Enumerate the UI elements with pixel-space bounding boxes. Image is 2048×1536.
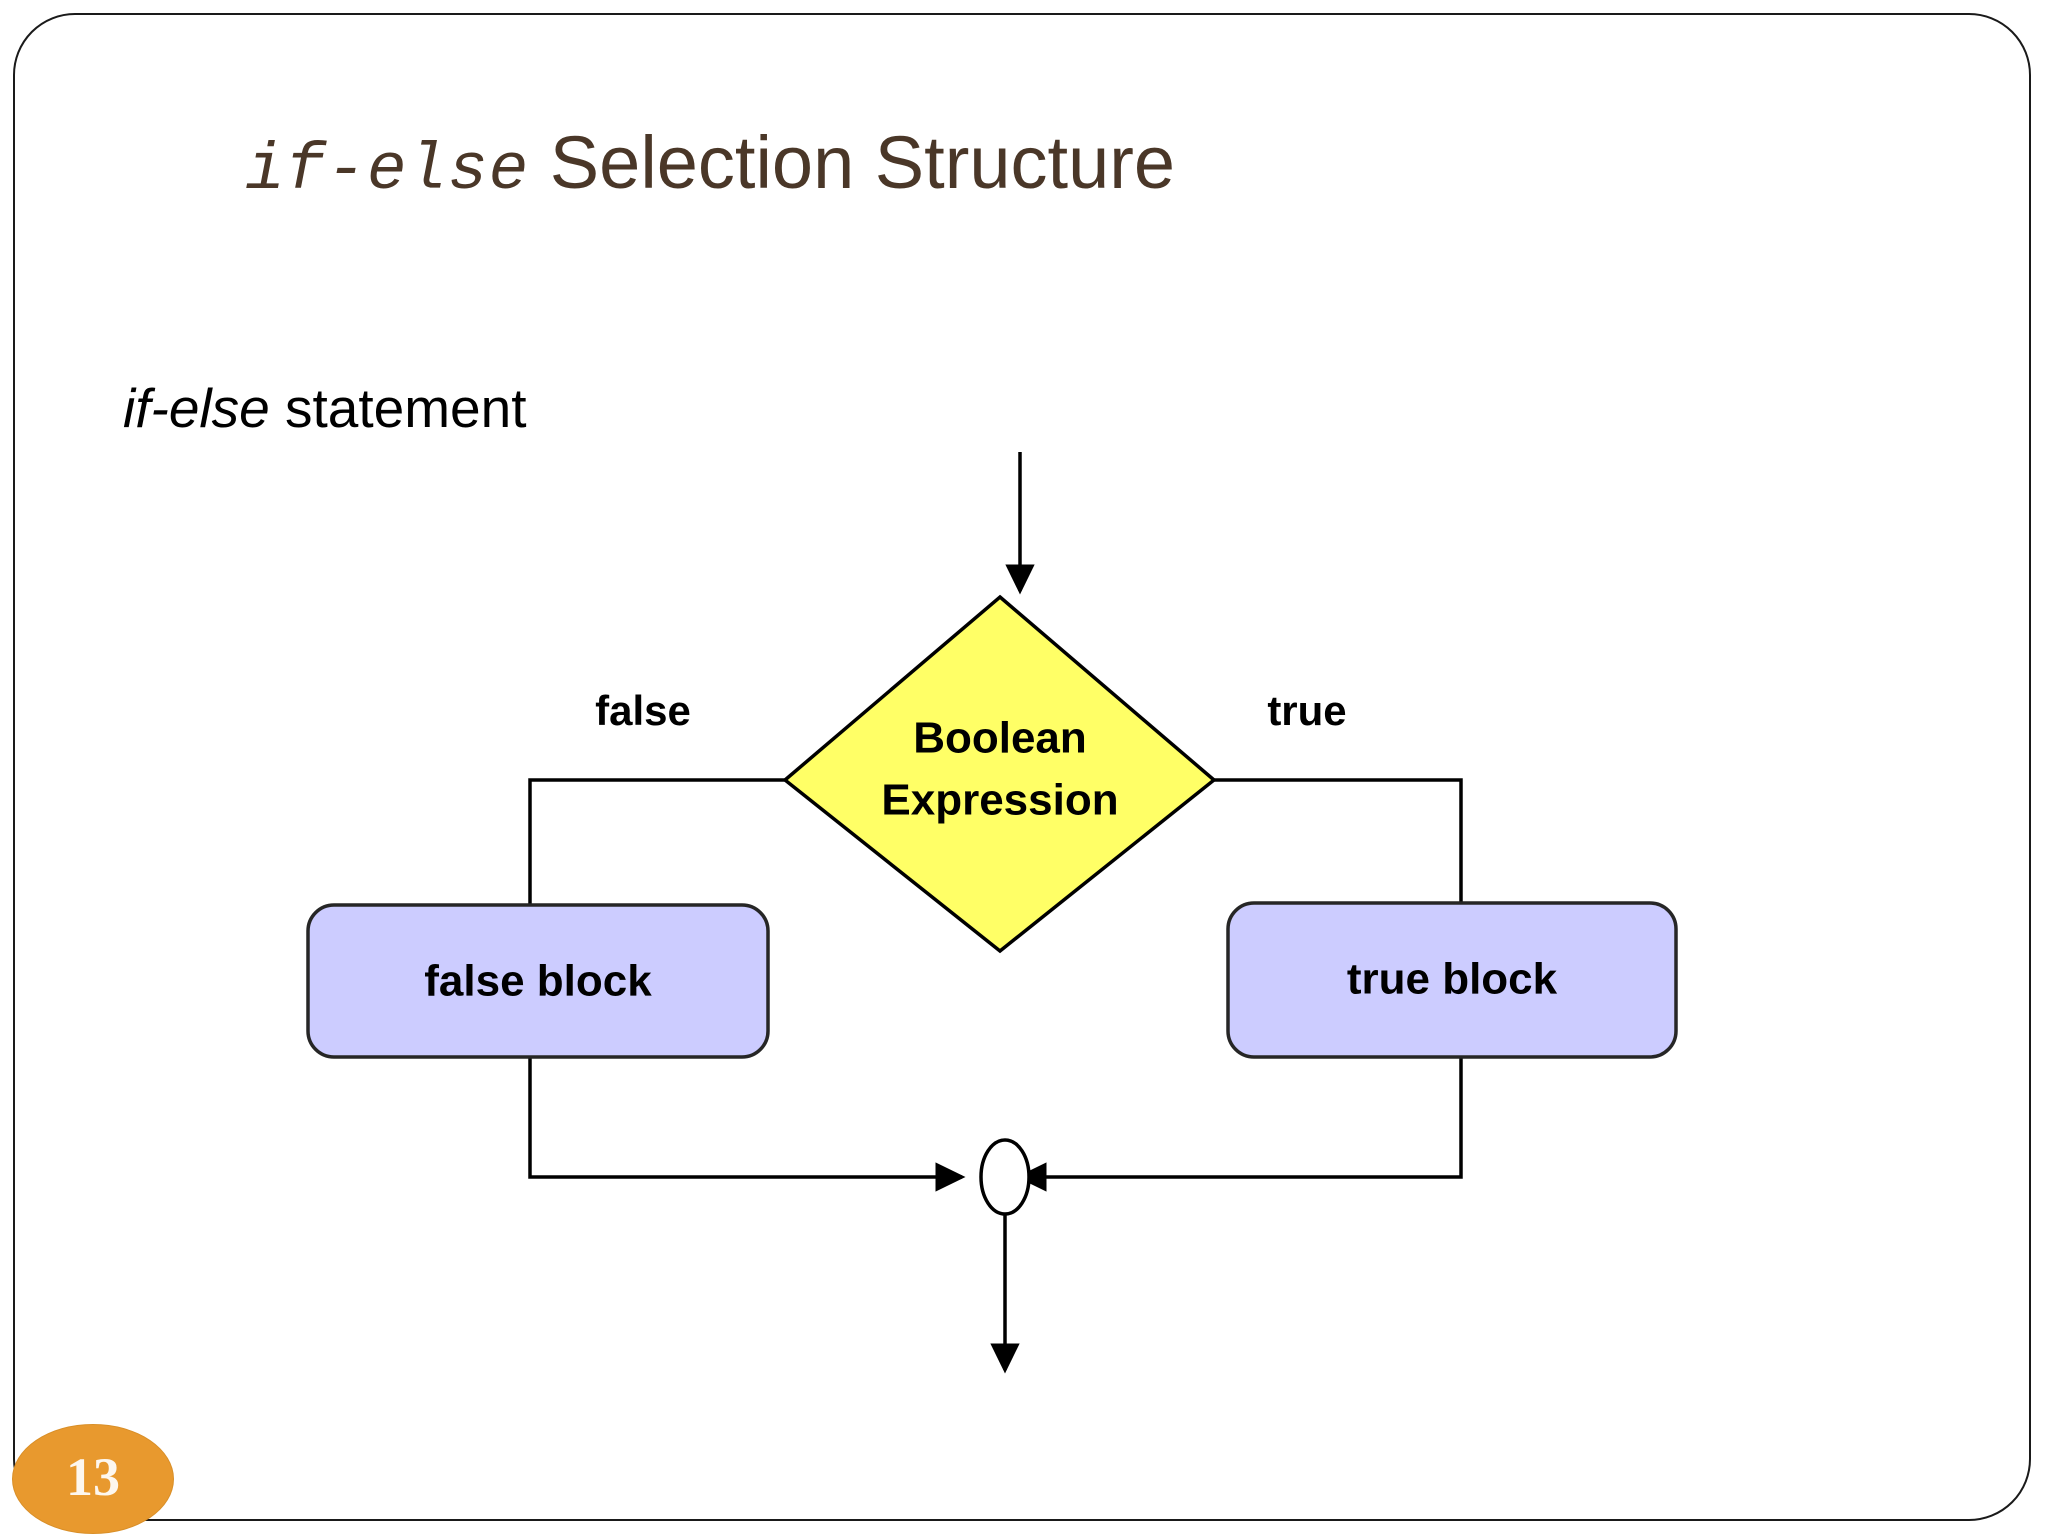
page-title: if-else Selection Structure	[245, 118, 1845, 208]
true-branch-connector	[1214, 778, 1463, 903]
false-branch-label: false	[595, 687, 691, 734]
subtitle-if-else-statement: if-else statement	[123, 372, 527, 444]
page-number-text: 13	[66, 1447, 120, 1507]
false-block[interactable]	[306, 903, 770, 1059]
title-code-fragment: if-else	[245, 133, 530, 208]
decision-label-line1: Boolean	[913, 714, 1087, 763]
false-block-exit-connector	[528, 1057, 966, 1192]
true-block-label: true block	[1347, 955, 1558, 1004]
subtitle-emphasis: if-else	[123, 377, 270, 439]
page-number-badge: 13	[12, 1424, 174, 1534]
true-block[interactable]	[1226, 901, 1678, 1059]
subtitle-rest: statement	[269, 377, 527, 439]
merge-node	[979, 1138, 1031, 1216]
true-branch-label: true	[1267, 687, 1346, 734]
false-branch-connector	[528, 778, 785, 905]
decision-label-line2: Expression	[881, 776, 1118, 825]
title-text-fragment: Selection Structure	[529, 121, 1176, 204]
decision-diamond[interactable]	[782, 594, 1217, 954]
true-block-exit-connector	[1016, 1057, 1463, 1192]
false-block-label: false block	[424, 957, 652, 1006]
